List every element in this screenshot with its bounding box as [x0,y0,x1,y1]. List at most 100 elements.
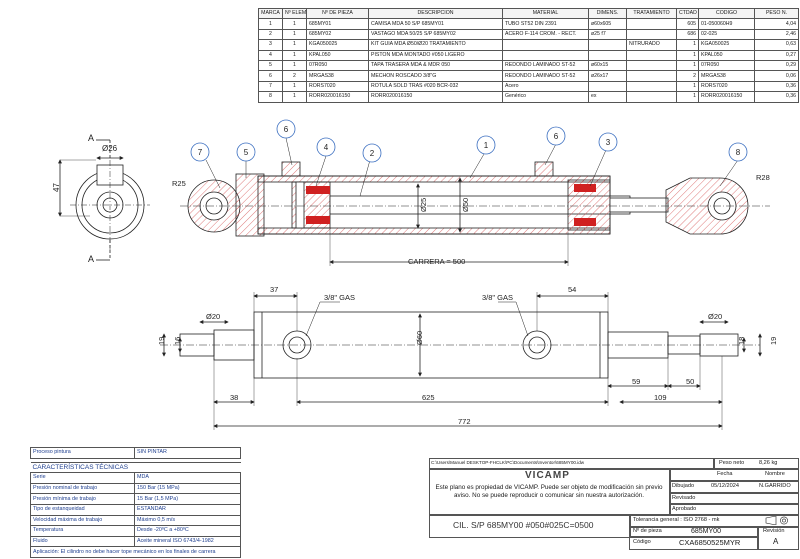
balloon-5: 5 [244,148,249,157]
tech-value: MDA [134,472,241,484]
dim-19-right: 19 [769,337,778,345]
dim-109: 109 [654,393,667,402]
dim-19-left: 19 [157,337,166,345]
bom-header-row: MARCA Nº ELEM Nº DE PIEZA DESCRIPCION MA… [258,7,799,20]
projection-symbol-icon [765,516,788,525]
tech-heading: CARACTERÍSTICAS TÉCNICAS [30,461,241,474]
peso-value: 8,26 kg [759,460,778,466]
dim-d50: Ø50 [461,198,470,212]
section-label-top: A [88,133,94,143]
dim-d60: Ø60 [415,331,424,345]
dim-16: 16 [173,337,182,345]
tech-label: Serie [30,472,135,484]
balloon-7: 7 [198,148,203,157]
tech-value: Máximo 0,5 m/s [134,514,241,527]
bom-cell: 0,36 [754,91,799,103]
dim-d20-left: Ø20 [206,312,220,321]
dim-r28: R28 [756,173,770,182]
balloon-2: 2 [370,149,375,158]
aplicacion-note: Aplicación: El cilindro no debe hacer to… [30,546,241,558]
tech-label: Temperatura [30,525,135,537]
technical-characteristics: Proceso pintura SIN PINTAR CARACTERÍSTIC… [30,447,241,558]
aprobado-label: Aprobado [672,506,697,512]
part-title: CIL. S/P 685MY00 #050#025C=0500 [453,520,594,530]
section-view [180,137,770,266]
balloon-8: 8 [736,148,741,157]
tech-label: Presión mínima de trabajo [30,493,135,505]
pieza-label: Nº de pieza [633,528,662,534]
dim-47: 47 [52,183,61,192]
cylinder-drawing: A A 47 Ø26 [52,119,778,430]
path-box [429,458,715,470]
section-label-bottom: A [88,254,94,264]
dim-37: 37 [270,285,278,294]
company-logo: VICAMP [525,470,570,481]
balloon-1: 1 [484,141,489,150]
dim-18: 18 [737,337,746,345]
tech-value: ESTANDAR [134,503,241,516]
revisado-label: Revisado [672,495,696,501]
property-notice: Este plano es propiedad de VICAMP. Puede… [435,484,663,499]
balloons: 7 5 6 4 2 1 6 3 8 [190,119,748,163]
dim-59: 59 [632,377,640,386]
dim-carrera: CARRERA = 500 [408,257,465,266]
balloon-4: 4 [324,143,329,152]
dim-50: 50 [686,377,694,386]
codigo-value: CXA6850525MYR [679,538,741,547]
dim-r25: R25 [172,179,186,188]
tech-label: Fluido [30,535,135,548]
tech-value: 15 Bar (1,5 MPa) [134,493,241,505]
tolerancia: Tolerancia general : ISO 2768 - mk [633,517,720,523]
dibujado-label: Dibujado [672,483,695,489]
revision-value: A [773,537,779,546]
tech-value: Desde -20ºC a +80ºC [134,525,241,537]
bill-of-materials: MARCA Nº ELEM Nº DE PIEZA DESCRIPCION MA… [258,7,799,103]
tech-value: Aceite mineral ISO 6743/4-1982 [134,535,241,548]
proceso-value: SIN PINTAR [134,447,241,459]
pieza-value: 685MY00 [691,528,721,535]
balloon-3: 3 [606,138,611,147]
dim-gas-left: 3/8" GAS [324,293,355,302]
file-path: C:\Users\Manuel DESKTOP-FHCLK\PC\Documen… [431,460,585,465]
fecha-label: Fecha [717,471,733,477]
dim-38: 38 [230,393,238,402]
proceso-label: Proceso pintura [30,447,135,459]
dim-d25: Ø25 [419,198,428,212]
tech-label: Velocidad máxima de trabajo [30,514,135,527]
tech-label: Presión nominal de trabajo [30,482,135,495]
dim-d20-right: Ø20 [708,312,722,321]
tech-value: 150 Bar (15 MPa) [134,482,241,495]
exterior-view-labels: 37 3/8" GAS 3/8" GAS 54 Ø20 Ø20 19 16 Ø6… [157,285,778,426]
nombre-label: Nombre [765,471,785,477]
dibujado-fecha: 05/12/2024 [711,483,739,489]
title-block: C:\Users\Manuel DESKTOP-FHCLK\PC\Documen… [429,458,799,558]
balloon-6b: 6 [554,132,559,141]
dim-772: 772 [458,417,471,426]
side-view: A A 47 Ø26 [52,133,150,264]
revision-label: Revisión [763,528,785,534]
codigo-label: Código [633,539,651,545]
dim-d26: Ø26 [102,144,118,153]
dim-625: 625 [422,393,435,402]
balloon-6: 6 [284,125,289,134]
exterior-view [160,292,762,430]
dibujado-nombre: N.GARRIDO [759,483,791,489]
peso-box [713,458,799,470]
dim-gas-right: 3/8" GAS [482,293,513,302]
tech-label: Tipo de estanqueidad [30,503,135,516]
section-view-labels: R25 Ø25 Ø50 CARRERA = 500 R28 [172,173,770,266]
dim-54: 54 [568,285,576,294]
